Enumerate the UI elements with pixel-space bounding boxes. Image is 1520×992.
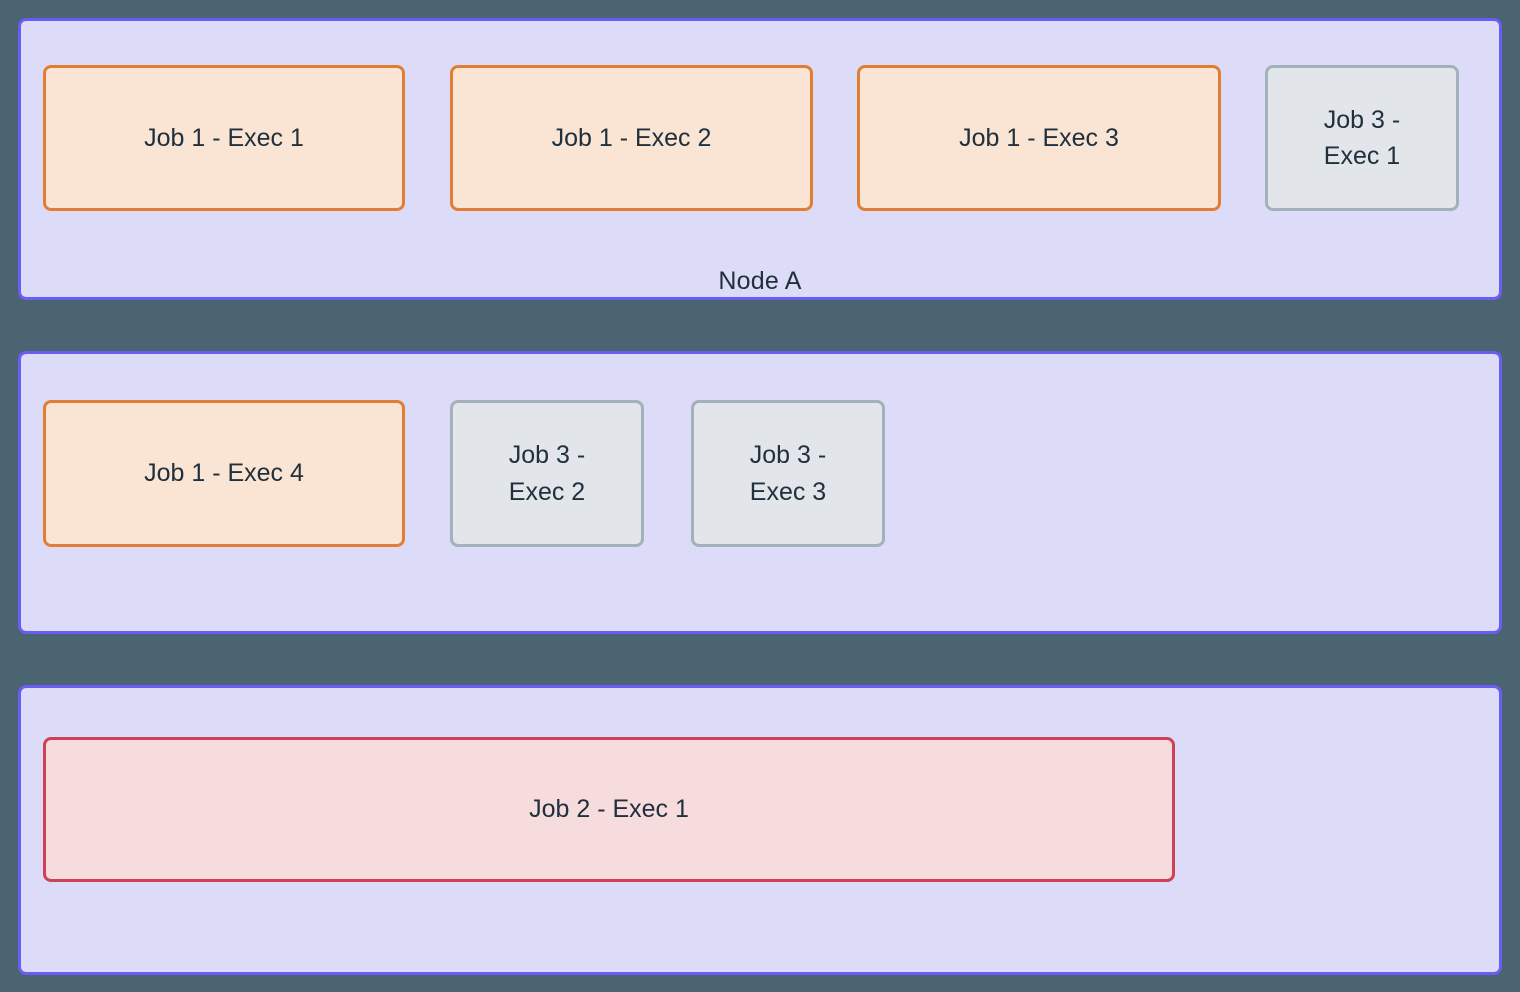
executor-label: Job 3 - Exec 2	[508, 441, 586, 506]
executor-box-job1-exec2[interactable]: Job 1 - Exec 2	[450, 65, 813, 211]
executor-box-job1-exec3[interactable]: Job 1 - Exec 3	[857, 65, 1221, 211]
executor-label: Job 2 - Exec 1	[529, 795, 689, 824]
executor-label: Job 1 - Exec 2	[551, 123, 712, 152]
executor-label: Job 1 - Exec 1	[144, 123, 304, 152]
node-container-b[interactable]: Job 1 - Exec 4 Job 3 - Exec 2 Job 3 - Ex…	[18, 351, 1502, 964]
executor-box-job3-exec1[interactable]: Job 3 - Exec 1	[1265, 65, 1459, 211]
executor-box-job1-exec1[interactable]: Job 1 - Exec 1	[43, 65, 405, 211]
executor-label: Job 1 - Exec 3	[959, 123, 1119, 152]
executor-box-job3-exec3[interactable]: Job 3 - Exec 3	[691, 400, 885, 547]
executor-label: Job 1 - Exec 4	[144, 459, 304, 488]
node-label-a: Node A	[718, 267, 802, 295]
executor-box-job3-exec2[interactable]: Job 3 - Exec 2	[450, 400, 644, 547]
node-container-c[interactable]: Job 2 - Exec 1 Node C	[18, 685, 1502, 975]
executor-label: Job 3 - Exec 3	[749, 441, 827, 506]
executor-label: Job 3 - Exec 1	[1323, 105, 1401, 170]
executor-box-job1-exec4[interactable]: Job 1 - Exec 4	[43, 400, 405, 547]
node-container-a[interactable]: Job 1 - Exec 1 Job 1 - Exec 2 Job 1 - Ex…	[18, 18, 1502, 300]
executor-box-job2-exec1[interactable]: Job 2 - Exec 1	[43, 737, 1175, 882]
